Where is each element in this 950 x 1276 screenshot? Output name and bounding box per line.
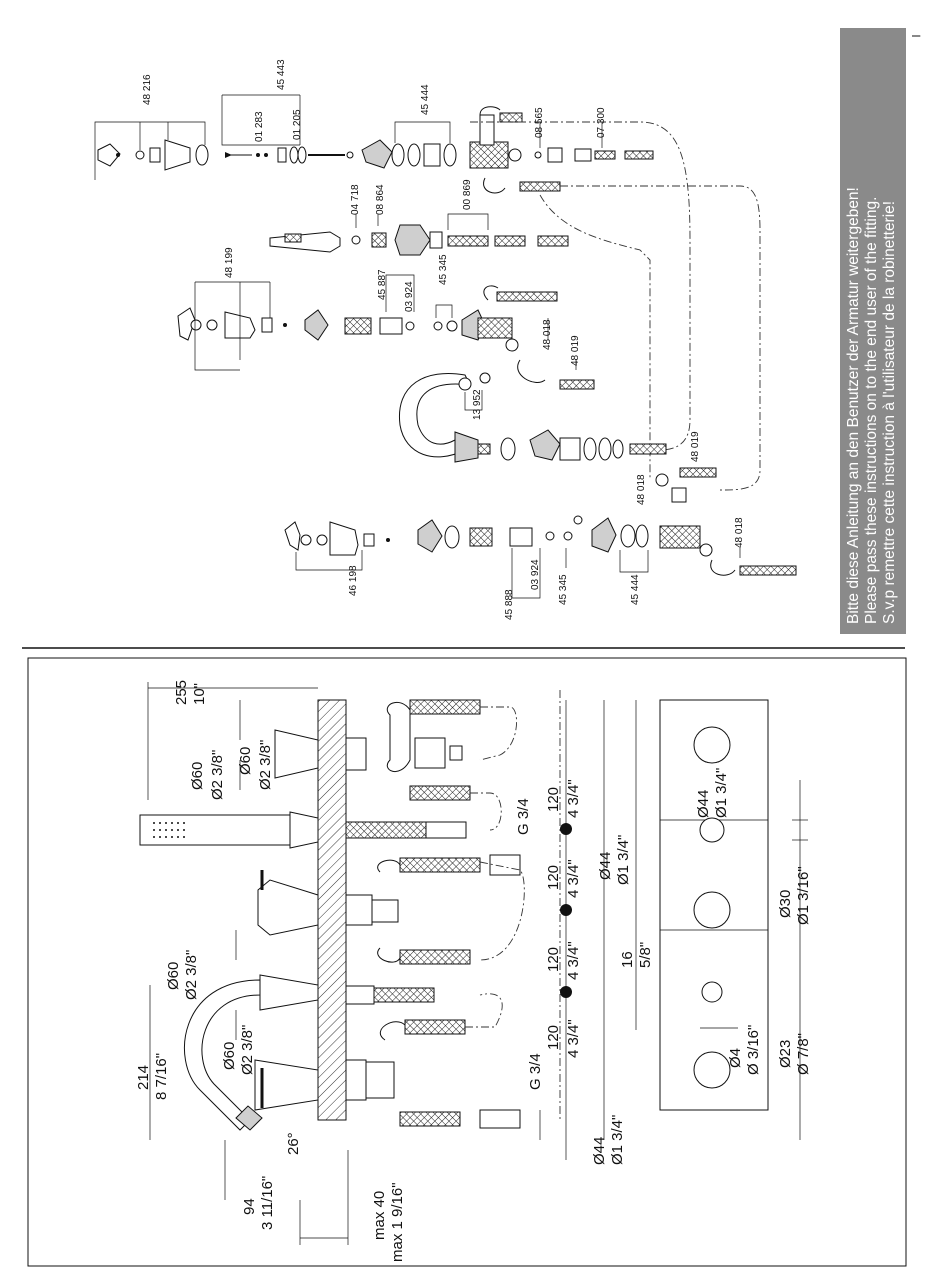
row-valve-b [284, 515, 797, 576]
dim-120c-in: 4 3/4" [565, 941, 582, 980]
dim-44b-in: Ø1 3/4" [609, 1115, 626, 1165]
dim-214-in: 8 7/16" [153, 1053, 170, 1100]
part-48018-mid: 48 018 [542, 319, 553, 350]
part-45444-top: 45 444 [420, 84, 431, 115]
part-08565: 08 565 [534, 107, 545, 138]
dim-23-in: Ø 7/8" [795, 1033, 812, 1075]
dim-30: Ø30 [777, 890, 794, 918]
part-01205: 01 205 [292, 109, 303, 140]
dim-60c: Ø60 [165, 962, 182, 990]
part-48216: 48 216 [142, 74, 153, 105]
dim-16: 16 [619, 951, 636, 968]
part-48019-low: 48 019 [690, 431, 701, 462]
dim-44a-in: Ø1 3/4" [615, 835, 632, 885]
part-46198: 46 198 [348, 565, 359, 596]
spout-side [183, 974, 435, 1131]
dim-30-in: Ø1 3/16" [795, 866, 812, 925]
valve-bottom-side [254, 1019, 521, 1129]
valve-mid-side [257, 854, 521, 965]
exploded-view: 48 216 45 443 01 283 01 205 45 444 08 56… [94, 59, 797, 620]
dim-120a: 120 [545, 787, 562, 812]
notice-band: Bitte diese Anleitung an den Benutzer de… [840, 28, 906, 634]
page-marker: – [912, 27, 921, 44]
part-45345-top: 45 345 [438, 254, 449, 285]
dim-120d: 120 [545, 1025, 562, 1050]
part-45443: 45 443 [276, 59, 287, 90]
dim-44a: Ø44 [597, 852, 614, 880]
hand-shower-side [139, 811, 467, 849]
dim-120b: 120 [545, 865, 562, 890]
dim-10in: 10" [191, 683, 208, 705]
dim-120a-in: 4 3/4" [565, 779, 582, 818]
dim-214: 214 [135, 1065, 152, 1090]
part-45888: 45 888 [504, 589, 515, 620]
dim-60b-in: Ø2 3/8" [257, 740, 274, 790]
dim-44c-in: Ø1 3/4" [713, 768, 730, 818]
dim-120b-in: 4 3/4" [565, 859, 582, 898]
dim-23: Ø23 [777, 1040, 794, 1068]
dim-4-in: Ø 3/16" [745, 1025, 762, 1075]
part-08864: 08 864 [375, 184, 386, 215]
part-04718: 04 718 [350, 184, 361, 215]
part-00869: 00 869 [462, 179, 473, 210]
part-48199: 48 199 [224, 247, 235, 278]
dim-44c: Ø44 [695, 790, 712, 818]
row-hand-shower [269, 224, 569, 256]
deck-section [317, 699, 347, 1121]
part-03924-top: 03 924 [404, 281, 415, 312]
dim-60d-in: Ø2 3/8" [239, 1025, 256, 1075]
part-45444-bot: 45 444 [630, 574, 641, 605]
dim-60b: Ø60 [237, 747, 254, 775]
notice-line-de: Bitte diese Anleitung an den Benutzer de… [845, 187, 862, 624]
dim-max40: max 40 [371, 1191, 388, 1240]
dim-120c: 120 [545, 947, 562, 972]
dim-60c-in: Ø2 3/8" [183, 950, 200, 1000]
valve-top-side [274, 699, 481, 801]
row-top-handle [97, 106, 654, 194]
dim-94-in: 3 11/16" [259, 1176, 276, 1230]
dim-16-in: 5/8" [637, 942, 654, 968]
dim-60d: Ø60 [221, 1042, 238, 1070]
dim-120d-in: 4 3/4" [565, 1019, 582, 1058]
dim-60a: Ø60 [189, 762, 206, 790]
plan-view [659, 699, 769, 1111]
part-01283: 01 283 [254, 111, 265, 142]
dim-g34b: G 3/4 [527, 1053, 544, 1090]
dim-44b: Ø44 [591, 1137, 608, 1165]
dim-4: Ø4 [727, 1048, 744, 1068]
part-48019-mid: 48 019 [570, 335, 581, 366]
part-13952: 13 952 [472, 389, 483, 420]
dim-60a-in: Ø2 3/8" [209, 750, 226, 800]
part-07300: 07 300 [596, 107, 607, 138]
part-45345-bot: 45 345 [558, 574, 569, 605]
notice-line-en: Please pass these instructions on to the… [863, 197, 880, 624]
part-45887: 45 887 [377, 269, 388, 300]
dim-26deg: 26° [285, 1132, 302, 1155]
dim-255: 255 [173, 680, 190, 705]
dim-94: 94 [241, 1198, 258, 1215]
dim-max40-in: max 1 9/16" [389, 1182, 406, 1262]
row-valve-a [177, 285, 595, 390]
dim-g34a: G 3/4 [515, 798, 532, 835]
row-spout [398, 372, 667, 463]
part-03924-bot: 03 924 [530, 559, 541, 590]
dimension-drawing: 255 10" Ø60 Ø2 3/8" Ø60 Ø2 3/8" Ø60 Ø2 3… [27, 657, 907, 1267]
part-48018-bot: 48 018 [734, 517, 745, 548]
notice-line-fr: S.v.p remettre cette instruction à l'uti… [881, 201, 898, 624]
part-48018-low: 48 018 [636, 474, 647, 505]
